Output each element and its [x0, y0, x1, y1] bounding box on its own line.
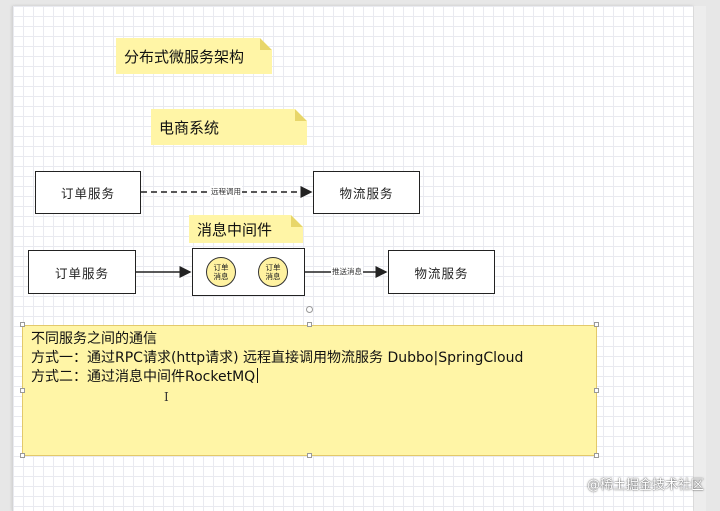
- ecommerce-note[interactable]: 电商系统: [151, 109, 307, 145]
- resize-handle-se[interactable]: [594, 453, 599, 458]
- note-line-1: 不同服务之间的通信: [31, 331, 157, 347]
- middleware-note-text: 消息中间件: [197, 220, 273, 239]
- resize-handle-s[interactable]: [307, 453, 312, 458]
- order-message-circle-2[interactable]: 订单 消息: [258, 257, 288, 287]
- order-service-label: 订单服务: [60, 186, 115, 201]
- resize-handle-n[interactable]: [307, 322, 312, 327]
- resize-handle-nw[interactable]: [20, 322, 25, 327]
- resize-handle-sw[interactable]: [20, 453, 25, 458]
- text-caret: [257, 368, 259, 383]
- resize-handle-w[interactable]: [20, 388, 25, 393]
- order-message-label: 订单 消息: [265, 263, 281, 281]
- logistics-service-box-bottom[interactable]: 物流服务: [388, 250, 495, 294]
- vertical-scrollbar[interactable]: [694, 6, 706, 511]
- order-service-box-bottom[interactable]: 订单服务: [28, 250, 136, 294]
- order-service-box-top[interactable]: 订单服务: [35, 171, 141, 214]
- note-line-3-text: 方式二：通过消息中间件RocketMQ: [31, 369, 256, 385]
- resize-handle-ne[interactable]: [594, 322, 599, 327]
- order-service-label: 订单服务: [54, 265, 109, 281]
- text-cursor-icon: I: [164, 390, 169, 404]
- watermark: @稀土掘金技术社区: [586, 478, 704, 493]
- ecommerce-note-text: 电商系统: [159, 118, 220, 137]
- remote-call-label[interactable]: 远程调用: [210, 186, 242, 197]
- resize-handle-e[interactable]: [594, 388, 599, 393]
- logistics-service-label: 物流服务: [339, 186, 394, 201]
- logistics-service-label: 物流服务: [414, 265, 469, 281]
- rotate-handle[interactable]: [306, 306, 313, 313]
- push-message-label[interactable]: 推送消息: [331, 266, 363, 277]
- order-message-circle-1[interactable]: 订单 消息: [206, 257, 236, 287]
- communication-text-note[interactable]: 不同服务之间的通信 方式一：通过RPC请求(http请求) 远程直接调用物流服务…: [22, 325, 597, 456]
- order-message-label: 订单 消息: [213, 263, 229, 281]
- title-note-text: 分布式微服务架构: [124, 47, 245, 66]
- note-line-2: 方式一：通过RPC请求(http请求) 远程直接调用物流服务 Dubbo|Spr…: [31, 350, 524, 366]
- logistics-service-box-top[interactable]: 物流服务: [313, 171, 420, 214]
- middleware-note[interactable]: 消息中间件: [189, 215, 303, 243]
- note-line-3: 方式二：通过消息中间件RocketMQ: [31, 368, 588, 387]
